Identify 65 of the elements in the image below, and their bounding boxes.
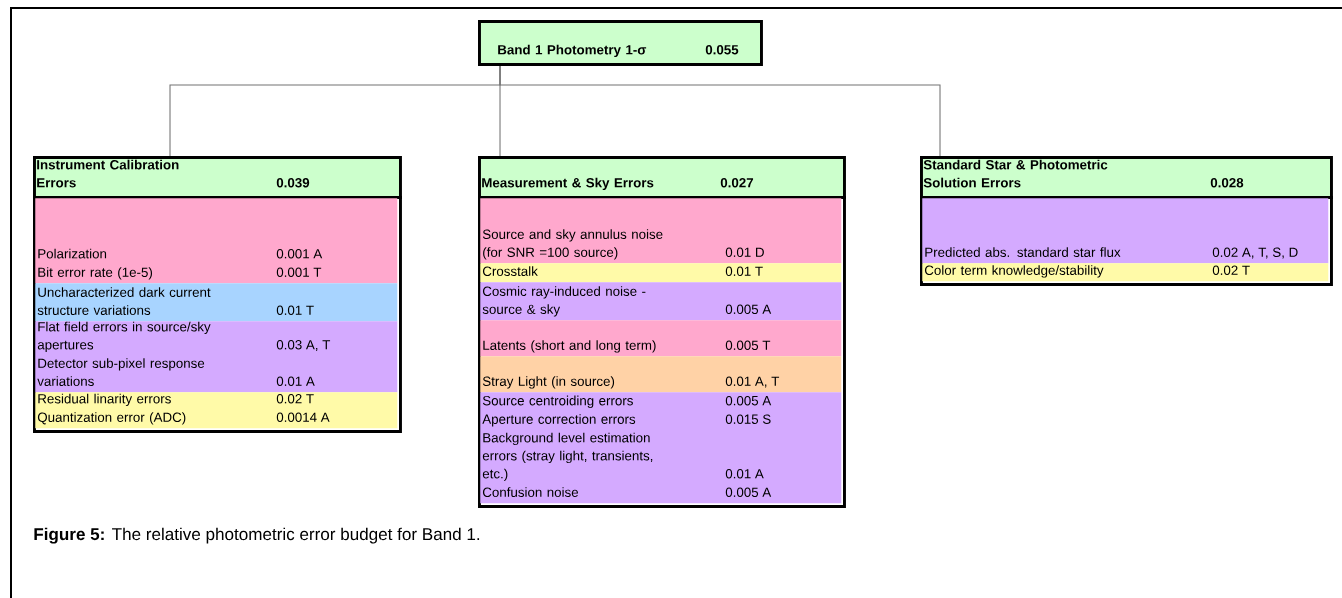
header-title: Band 1 Photometry 1-σ (498, 44, 647, 58)
table-band (480, 320, 842, 357)
table-band (35, 392, 398, 429)
error-value: 0.01 T (276, 305, 314, 315)
error-value: 0.01 A (276, 376, 315, 386)
error-value: 0.001 A (276, 249, 323, 259)
item-label: Color term knowledge/stability (924, 265, 1104, 278)
error-value: 0.01 A (725, 469, 764, 479)
table-band (922, 263, 1329, 282)
header-title: Instrument Calibration Errors (37, 159, 179, 188)
header-box (920, 156, 1333, 199)
header-value: 0.055 (705, 45, 739, 55)
error-value: 0.02 A, T, S, D (1212, 247, 1298, 259)
table-frame (920, 196, 1333, 286)
item-label: Latents (short and long term) (483, 340, 656, 353)
item-label: Detector sub-pixel response variations (37, 358, 205, 386)
error-value: 0.005 T (725, 340, 771, 350)
header-box (33, 156, 402, 199)
error-value: 0.005 A (725, 395, 772, 406)
item-label: Source centroiding errors (482, 395, 633, 408)
table-band (480, 356, 842, 393)
item-label: Polarization (38, 248, 107, 259)
error-value: 0.02 T (276, 394, 314, 404)
error-value: 0.01 T (725, 266, 763, 276)
item-label: Crosstalk (482, 266, 538, 276)
table-band (922, 198, 1329, 264)
item-label: Stray Light (in source) (482, 376, 615, 389)
header-box (478, 156, 846, 199)
error-value: 0.01 A, T (725, 376, 780, 388)
header-box (478, 20, 763, 66)
item-label: Source and sky annulus noise (for SNR =100 source) (482, 229, 663, 260)
table-frame (33, 196, 402, 433)
table-band (480, 263, 842, 283)
item-label: Flat field errors in source/sky apertures (37, 321, 211, 353)
error-value: 0.02 T (1212, 265, 1250, 275)
connector-line (499, 65, 941, 157)
header-title: Measurement & Sky Errors (482, 177, 654, 191)
table-band (480, 392, 842, 504)
error-value: 0.001 T (276, 267, 322, 277)
item-label: Background level estimation errors (stray light, transients, etc.) (482, 432, 653, 482)
header-value: 0.039 (276, 178, 310, 188)
item-label: Residual linarity errors (38, 393, 171, 407)
error-value: 0.0014 A (276, 412, 330, 422)
header-title: Standard Star & Photometric Solution Errors (923, 159, 1108, 188)
item-label: Cosmic ray-induced noise - source & sky (482, 286, 646, 317)
item-label: Uncharacterized dark current structure variations (37, 287, 211, 315)
item-label: Aperture correction errors (482, 414, 636, 427)
table-band (480, 198, 842, 264)
table-band (35, 198, 398, 284)
table-frame (478, 196, 846, 508)
header-value: 0.027 (720, 178, 754, 188)
table-band (35, 283, 398, 322)
table-band (480, 282, 842, 321)
error-value: 0.015 S (725, 414, 771, 424)
error-value: 0.03 A, T (276, 340, 331, 352)
error-value: 0.005 A (725, 487, 772, 497)
header-value: 0.028 (1210, 178, 1244, 188)
item-label: Quantization error (ADC) (37, 412, 186, 425)
item-label: Bit error rate (1e-5) (38, 267, 152, 280)
item-label: Predicted abs. standard star flux (925, 247, 1121, 257)
figure-caption: Figure 5: The relative photometric error budget for Band 1. (34, 527, 480, 544)
error-value: 0.005 A (725, 304, 772, 314)
item-label: Confusion noise (482, 487, 578, 497)
table-band (35, 321, 398, 393)
error-value: 0.01 D (725, 247, 764, 257)
